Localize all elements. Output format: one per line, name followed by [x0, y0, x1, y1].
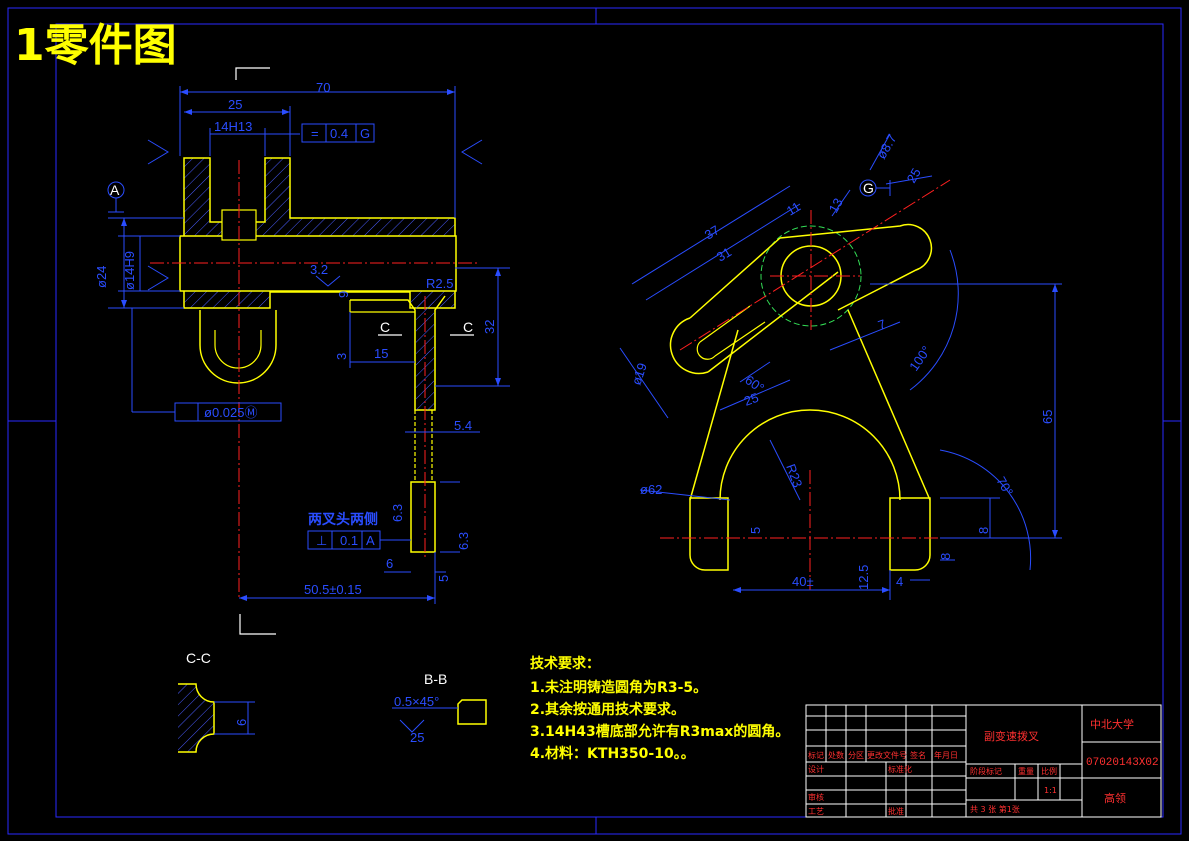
border-tick-marks — [8, 8, 1181, 834]
tb-note-right: 高领 — [1104, 791, 1126, 805]
dim-6: 6 — [386, 556, 393, 571]
dim-37: 37 — [702, 222, 722, 242]
dim-70d: 70° — [993, 474, 1016, 499]
pos-tolerance: ø0.025Ⓜ — [204, 405, 257, 420]
tb-header-0: 标记 — [808, 750, 824, 760]
section-cc: C-C 6 — [178, 650, 255, 753]
dim-d62: ø62 — [640, 482, 662, 497]
right-fork-arc — [719, 409, 901, 501]
section-bb: B-B 0.5×45° 25 — [392, 671, 487, 745]
dim-13: 13 — [826, 195, 846, 215]
dim-r23: R23 — [783, 462, 805, 490]
dim-7: 7 — [876, 316, 888, 333]
two-fork-side-note: 两叉头两侧 — [308, 511, 378, 528]
left-lug — [199, 310, 277, 384]
tb-header-4: 签名 — [910, 750, 926, 760]
dim-70: 70 — [316, 80, 330, 95]
svg-text:=: = — [311, 126, 319, 141]
tol-flatness-ref: G — [360, 126, 370, 141]
tb-std: 标准化 — [888, 764, 912, 774]
dim-65: 65 — [1040, 410, 1055, 424]
dim-total: 50.5±0.15 — [304, 582, 362, 597]
tb-drawing-no: 07020143X02 — [1086, 757, 1159, 769]
perp-ref: A — [366, 533, 375, 548]
dim-d19: ø19 — [629, 361, 650, 387]
dim-p87: ø8.7 — [874, 131, 900, 161]
dim-d14h9: ø14H9 — [122, 251, 137, 290]
dim-100: 100° — [906, 343, 934, 374]
dim-9: 9 — [336, 291, 351, 298]
datum-a: A — [110, 182, 120, 198]
notes-heading: 技术要求： — [530, 655, 600, 672]
technical-notes: 技术要求： 1.未注明铸造圆角为R3-5。 2.其余按通用技术要求。 3.14H… — [530, 655, 789, 762]
dim-q25: 25 — [904, 165, 924, 185]
tb-part-name: 副变速拨叉 — [984, 729, 1039, 743]
dim-d24: ø24 — [94, 266, 109, 288]
dim-8: 8 — [976, 527, 991, 534]
dim-4: 4 — [896, 574, 903, 589]
right-pad-left — [689, 497, 729, 571]
note-line-3: 3.14H43槽底部允许有R3max的圆角。 — [530, 723, 789, 740]
dim-5: 5 — [436, 575, 451, 582]
dim-12-5: 12.5 — [856, 565, 871, 590]
dim-5-4: 5.4 — [454, 418, 472, 433]
section-cc-dim: 6 — [234, 719, 249, 726]
tb-scale: 比例 — [1041, 766, 1057, 776]
tb-school: 中北大学 — [1090, 717, 1134, 731]
dim-5: 5 — [748, 527, 763, 534]
dim-11: 11 — [784, 199, 803, 219]
dim-roughness-3-2: 3.2 — [310, 262, 328, 277]
tb-header-5: 年月日 — [934, 750, 958, 760]
right-pad-right — [889, 497, 931, 571]
left-view: C C — [94, 67, 510, 635]
tb-header-2: 分区 — [848, 751, 864, 760]
section-bb-chamfer: 0.5×45° — [394, 694, 439, 709]
dim-slot: 14H13 — [214, 119, 252, 134]
section-c-left: C — [380, 319, 390, 335]
tb-process: 工艺 — [808, 807, 824, 816]
perp-tolerance: 0.1 — [340, 533, 358, 548]
dim-25: 25 — [742, 390, 761, 409]
note-line-1: 1.未注明铸造圆角为R3-5。 — [530, 679, 707, 696]
dim-25: 25 — [228, 97, 242, 112]
dim-15: 15 — [374, 346, 388, 361]
tb-header-1: 处数 — [828, 750, 844, 760]
section-bb-finish: 25 — [410, 730, 424, 745]
note-line-4: 4.材料：KTH350-10。。 — [530, 745, 695, 762]
tb-approve: 批准 — [888, 806, 904, 816]
dim-8b: 8 — [938, 553, 953, 560]
dim-6-3: 6.3 — [390, 504, 405, 522]
dim-3: 3 — [334, 353, 349, 360]
section-c-right: C — [463, 319, 473, 335]
note-line-2: 2.其余按通用技术要求。 — [530, 701, 685, 718]
svg-text:⊥: ⊥ — [316, 533, 327, 548]
tb-check: 审核 — [808, 792, 824, 802]
dim-32: 32 — [482, 320, 497, 334]
tb-weight: 重量 — [1018, 766, 1034, 776]
tb-design: 设计 — [808, 764, 824, 774]
section-cc-label: C-C — [186, 650, 211, 666]
tol-flatness: 0.4 — [330, 126, 348, 141]
left-fork-finger — [410, 481, 436, 553]
right-view: 37 31 11 13 ø8.7 25 ø19 25 60° 7 100° 65… — [619, 131, 1062, 600]
title-block: 标记 处数 分区 更改文件号 签名 年月日 设计 标准化 审核 工艺 批准 副变… — [805, 704, 1162, 818]
page-title: 1零件图 — [14, 20, 177, 71]
tb-header-3: 更改文件号 — [867, 750, 907, 760]
dim-6-3b: 6.3 — [456, 532, 471, 550]
dim-31: 31 — [714, 244, 734, 264]
datum-g: G — [863, 180, 874, 196]
dim-r2-5: R2.5 — [426, 276, 453, 291]
tb-stage: 阶段标记 — [970, 766, 1002, 776]
tb-sheets: 共 3 张 第1张 — [970, 804, 1020, 814]
dim-40: 40± — [792, 574, 814, 589]
section-bb-label: B-B — [424, 671, 447, 687]
tb-scale-val: 1:1 — [1044, 786, 1057, 795]
